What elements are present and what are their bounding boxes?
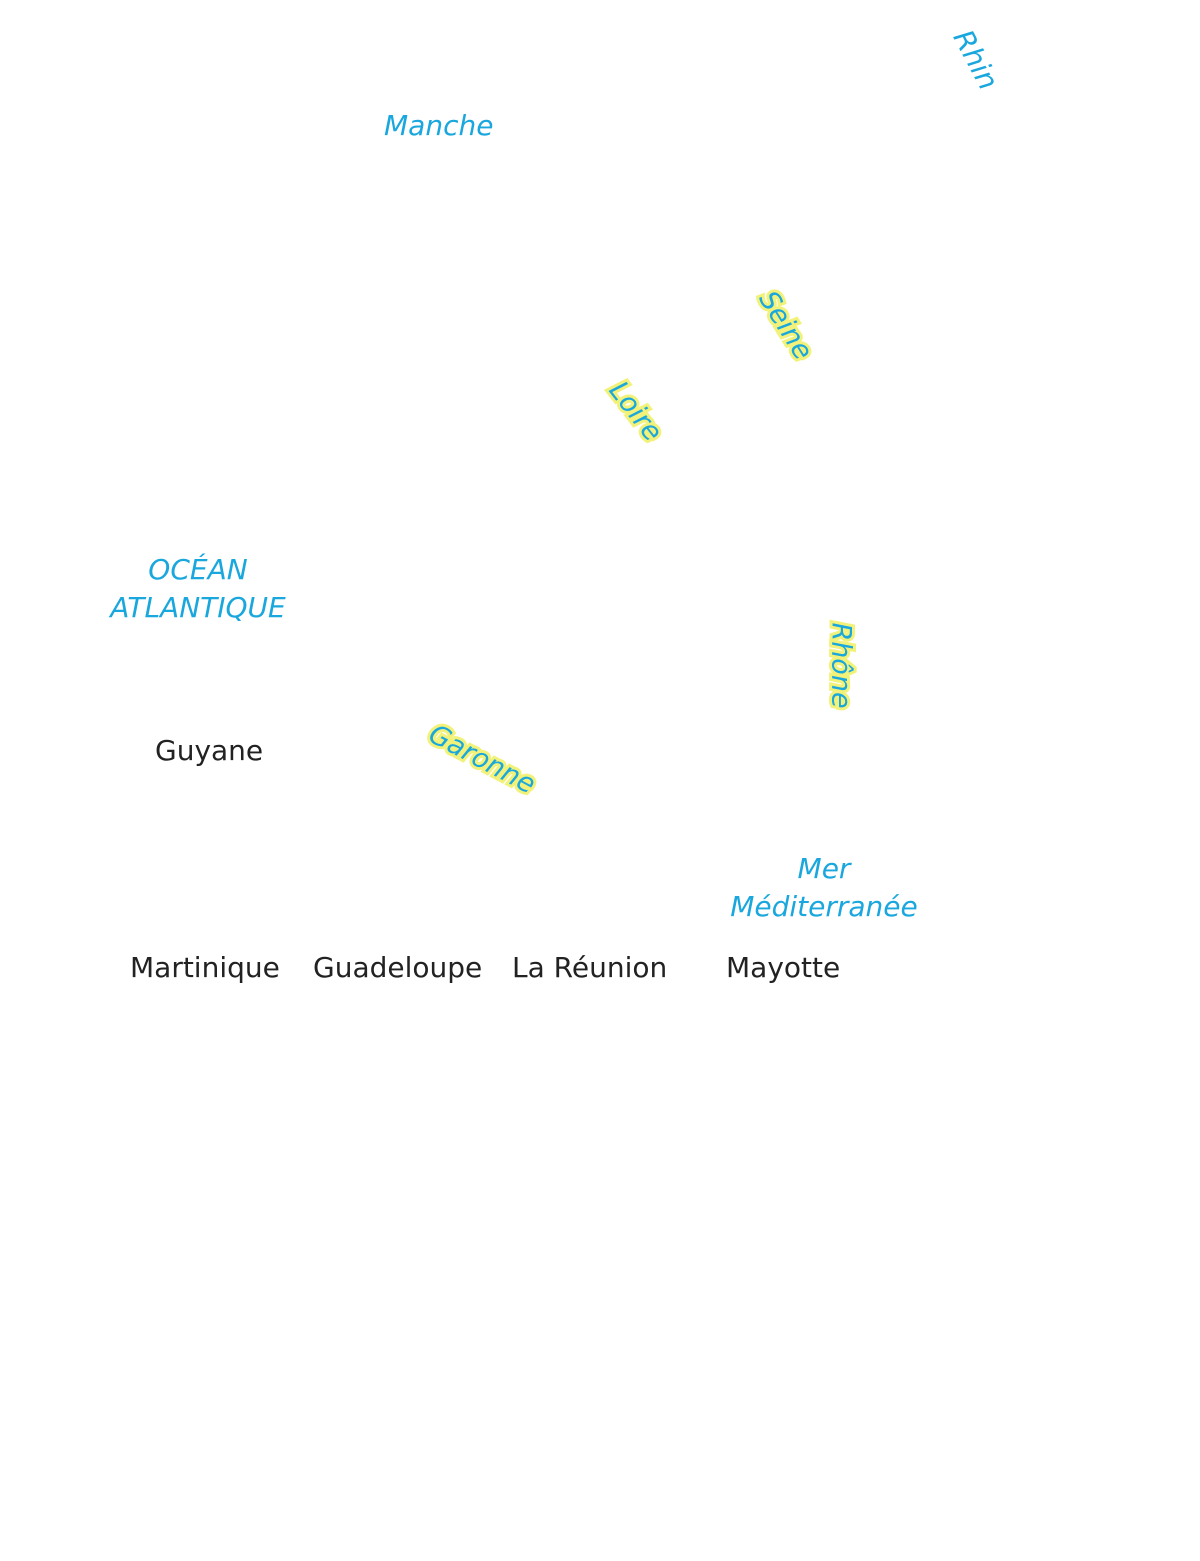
territory-label-mayotte: Mayotte <box>726 951 841 984</box>
river-label-seine: Seine <box>749 282 821 368</box>
sea-label-line2: Méditerranée <box>730 890 918 923</box>
river-label-rhone: Rhône <box>823 619 860 711</box>
ocean-label-line1: OCÉAN <box>148 553 248 586</box>
sea-label-mediterranee: Mer Méditerranée <box>714 850 934 926</box>
ocean-label-atlantique: OCÉAN ATLANTIQUE <box>108 551 288 627</box>
territory-label-guyane: Guyane <box>155 734 264 767</box>
sea-label-line1: Mer <box>797 852 851 885</box>
river-label-loire: Loire <box>600 373 672 451</box>
territory-label-martinique: Martinique <box>130 951 280 984</box>
ocean-label-line2: ATLANTIQUE <box>110 591 286 624</box>
territory-label-guadeloupe: Guadeloupe <box>313 951 483 984</box>
river-label-garonne: Garonne <box>421 716 544 804</box>
river-label-rhin: Rhin <box>946 24 1006 96</box>
territory-label-reunion: La Réunion <box>512 951 668 984</box>
sea-label-manche: Manche <box>384 109 494 142</box>
